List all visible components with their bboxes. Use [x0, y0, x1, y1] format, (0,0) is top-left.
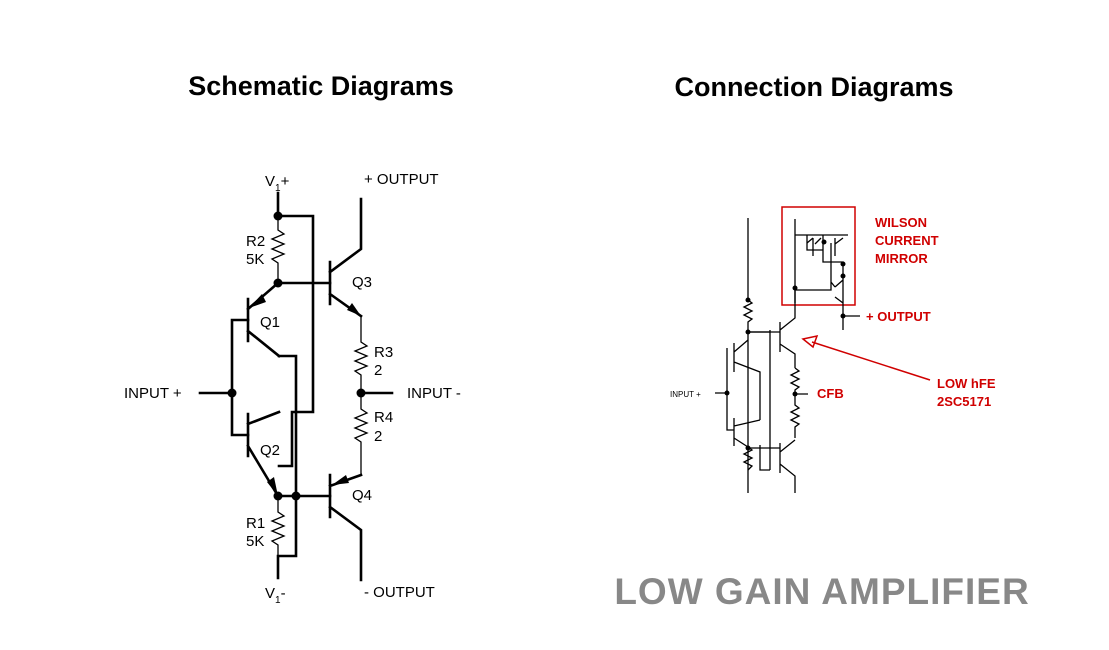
r1-name-label: R1: [246, 515, 265, 532]
schematic-heading: Schematic Diagrams: [188, 71, 454, 101]
connection-diagram: INPUT + WILSON CURRENT MIRROR + OUTPUT C…: [670, 206, 996, 493]
node-dot: [840, 313, 846, 319]
wilson-mirror-circuit: [794, 219, 848, 305]
input-stage: [715, 330, 771, 471]
low-hfe-arrowhead: [801, 334, 819, 349]
supply-positive-label: V1+: [265, 173, 290, 194]
node-dot: [273, 491, 283, 501]
output-positive-label: + OUTPUT: [364, 171, 439, 188]
supply-negative-label: V1-: [265, 585, 286, 606]
q3-label: Q3: [352, 274, 372, 291]
resistor-upper: [742, 299, 754, 332]
node-dot: [792, 391, 798, 397]
cfb-label: CFB: [817, 386, 844, 401]
wilson-mirror-box: [781, 206, 856, 306]
wilson-label-line1: WILSON: [875, 215, 927, 230]
resistor-r4: [353, 393, 369, 475]
banner-title: LOW GAIN AMPLIFIER: [614, 571, 1029, 612]
node-dot: [840, 273, 846, 279]
q1-label: Q1: [260, 314, 280, 331]
connection-output-label: + OUTPUT: [866, 309, 931, 324]
wilson-mirror-transistors: [806, 237, 844, 256]
input-negative-label: INPUT -: [407, 385, 461, 402]
output-stage: [748, 290, 808, 493]
r2-value-label: 5K: [246, 251, 264, 268]
resistor-r1: [270, 496, 286, 556]
resistor-r2: [270, 216, 286, 283]
q2-emitter-arrow: [267, 477, 278, 496]
transistor-q3: [328, 197, 363, 318]
r3-name-label: R3: [374, 344, 393, 361]
q4-emitter-arrow: [332, 475, 349, 485]
input-positive-label: INPUT +: [124, 385, 182, 402]
r1-value-label: 5K: [246, 533, 264, 550]
node-dot: [273, 211, 283, 221]
node-dot: [745, 297, 751, 303]
node-dot: [792, 285, 798, 291]
node-dot: [840, 261, 846, 267]
wilson-label-line3: MIRROR: [875, 251, 928, 266]
r2-name-label: R2: [246, 233, 265, 250]
output-negative-label: - OUTPUT: [364, 584, 435, 601]
node-dot: [291, 491, 301, 501]
r4-name-label: R4: [374, 409, 393, 426]
q1-base-wire: [230, 318, 250, 437]
node-dot: [821, 239, 827, 245]
q2-label: Q2: [260, 442, 280, 459]
r4-value-label: 2: [374, 428, 382, 445]
v-negative-rail: [276, 354, 298, 580]
wilson-label-line2: CURRENT: [875, 233, 939, 248]
q4-label: Q4: [352, 487, 372, 504]
q3-emitter-arrow: [347, 303, 361, 316]
resistor-r3: [353, 316, 369, 393]
r3-value-label: 2: [374, 362, 382, 379]
connection-input-label: INPUT +: [670, 390, 701, 399]
connection-heading: Connection Diagrams: [674, 72, 953, 102]
low-hfe-arrow: [811, 341, 931, 381]
resistor-lower: [742, 446, 754, 471]
node-dot: [227, 388, 237, 398]
low-hfe-label-line2: 2SC5171: [937, 394, 991, 409]
node-dot: [724, 390, 730, 396]
output-wire: [842, 305, 860, 330]
low-hfe-label-line1: LOW hFE: [937, 376, 996, 391]
schematic-diagram: V1+ V1- + OUTPUT - OUTPUT INPUT + INPUT …: [124, 171, 461, 606]
q1-emitter-arrow: [249, 294, 266, 308]
